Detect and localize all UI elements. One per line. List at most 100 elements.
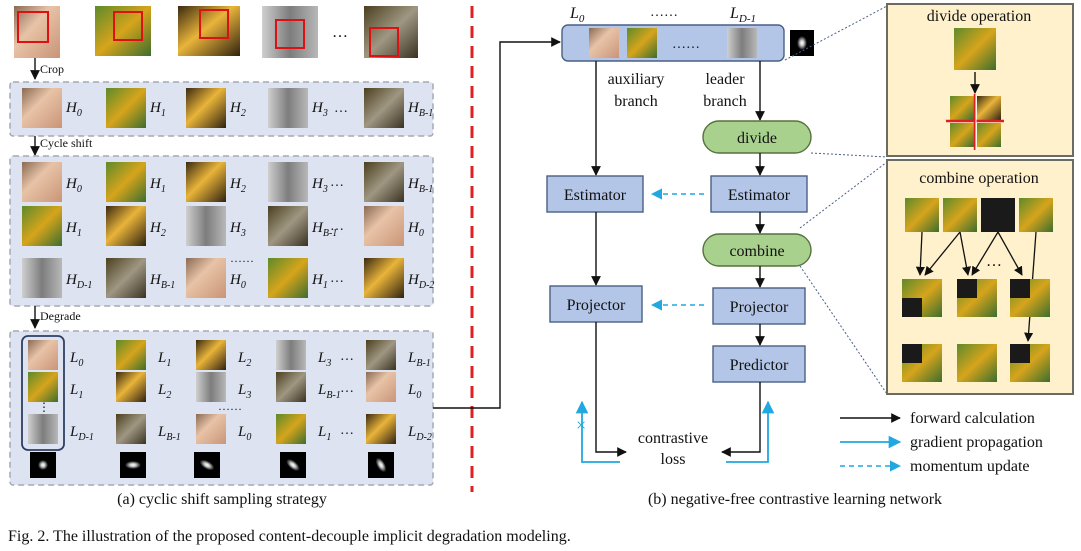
cycle-patch	[106, 206, 146, 246]
degrade-patch-label: LB-1	[157, 424, 181, 443]
cycle-patch	[268, 162, 308, 202]
cycle-row-ellipsis: …	[330, 175, 344, 190]
legend-momentum-label: momentum update	[910, 458, 1030, 475]
cycle-patch	[22, 258, 62, 298]
degrade-first-column-highlight	[21, 335, 65, 451]
cycle-patch	[186, 162, 226, 202]
blur-kernel-blob	[38, 460, 48, 470]
cycle-patch-label: H2	[229, 176, 246, 195]
cycle-patch-label: HD-1	[65, 272, 92, 291]
figure-caption: Fig. 2. The illustration of the proposed…	[8, 528, 571, 545]
divide-pill-label: divide	[737, 130, 777, 147]
degrade-patch	[366, 340, 396, 370]
cycle-patch	[364, 258, 404, 298]
crop-patch	[22, 88, 62, 128]
caption-b: (b) negative-free contrastive learning n…	[648, 491, 942, 508]
cycle-patch-label: H3	[311, 176, 328, 195]
degrade-patch	[196, 340, 226, 370]
cycle-patch-label: H0	[65, 176, 82, 195]
crop-patch-label: H0	[65, 100, 82, 119]
input-label-dots: ……	[650, 5, 678, 20]
zoom-line-divide-bottom	[810, 152, 888, 158]
combine-output-patches	[902, 279, 1050, 382]
combine-input-patches	[905, 198, 1053, 232]
gradient-leader-arrow	[726, 400, 775, 463]
input-patch-leaf	[627, 28, 657, 58]
cycle-patch-label: H2	[149, 220, 166, 239]
cycle-patch	[22, 206, 62, 246]
estimator-leader-label: Estimator	[728, 187, 791, 204]
source-image-butterfly	[178, 6, 240, 56]
predictor-to-loss-arrow	[721, 382, 761, 457]
degrade-patch	[116, 372, 146, 402]
degrade-patch-label: L3	[317, 350, 331, 369]
degrade-patch-label: L2	[157, 382, 171, 401]
degrade-patch	[28, 414, 58, 444]
predictor	[712, 345, 806, 383]
degrade-patch	[196, 414, 226, 444]
degrade-patch	[276, 414, 306, 444]
legend-gradient-label: gradient propagation	[910, 434, 1043, 451]
source-images: …	[14, 6, 418, 58]
source-image-rails	[364, 6, 418, 58]
degrade-patch	[116, 414, 146, 444]
degrade-label: Degrade	[40, 309, 81, 323]
divide-output-quadrants	[946, 94, 1004, 150]
cycle-patch	[186, 258, 226, 298]
input-strip-dots: ……	[672, 37, 700, 52]
input-label-first: L0	[569, 5, 585, 25]
divide-pill	[702, 120, 812, 154]
source-ellipsis: …	[332, 24, 348, 41]
input-patch-face	[589, 28, 619, 58]
gradient-aux-arrow	[575, 400, 620, 463]
degrade-inner-ellipsis: ……	[218, 399, 242, 413]
crop-patch-label: H2	[229, 100, 246, 119]
crop-patch-label: HB-1	[407, 100, 433, 119]
aux-branch-line1: auxiliary	[608, 71, 665, 88]
caption-a: (a) cyclic shift sampling strategy	[117, 491, 327, 508]
cycle-patch	[186, 206, 226, 246]
zoom-line-divide-top	[784, 5, 888, 61]
degrade-patch-label: L3	[237, 382, 251, 401]
crop-label: Crop	[40, 62, 64, 76]
projector-leader	[712, 287, 806, 325]
leader-branch-line2: branch	[703, 93, 747, 110]
cycle-row-ellipsis: …	[330, 219, 344, 234]
cycle-patch	[364, 206, 404, 246]
cycle-patch-label: HB-1	[311, 220, 337, 239]
zoom-line-combine-bottom	[799, 265, 888, 395]
combine-operation-title: combine operation	[919, 170, 1039, 187]
cycle-patch-label: H0	[229, 272, 246, 291]
cycle-patch	[106, 162, 146, 202]
degrade-patch	[276, 372, 306, 402]
crop-patch	[106, 88, 146, 128]
predictor-label: Predictor	[730, 357, 789, 374]
degrade-patch-label: L0	[69, 350, 83, 369]
stop-gradient-mark: ×	[576, 415, 586, 435]
projector-aux-label: Projector	[567, 297, 626, 314]
divide-operation-title: divide operation	[927, 8, 1031, 25]
degrade-row-ellipsis: …	[340, 349, 354, 364]
cycle-patch-label: HD-2	[407, 272, 434, 291]
input-patch-building	[727, 28, 757, 58]
zoom-line-combine-top	[799, 161, 888, 229]
input-connector-arrow	[433, 37, 561, 409]
source-image-leaf	[95, 6, 151, 56]
legend-forward-label: forward calculation	[910, 410, 1035, 427]
degrade-patch-label: LB-1	[407, 350, 431, 369]
crop-patch-label: H3	[311, 100, 328, 119]
degrade-patch	[196, 372, 226, 402]
cycle-shift-label: Cycle shift	[40, 136, 93, 150]
degrade-row-ellipsis: …	[340, 381, 354, 396]
degrade-patch	[366, 372, 396, 402]
crop-patch	[268, 88, 308, 128]
degrade-patch	[366, 414, 396, 444]
divide-input-patch	[954, 28, 996, 70]
source-image-child	[14, 6, 60, 58]
cycle-patch-label: H1	[65, 220, 82, 239]
cycle-row-ellipsis: …	[330, 271, 344, 286]
